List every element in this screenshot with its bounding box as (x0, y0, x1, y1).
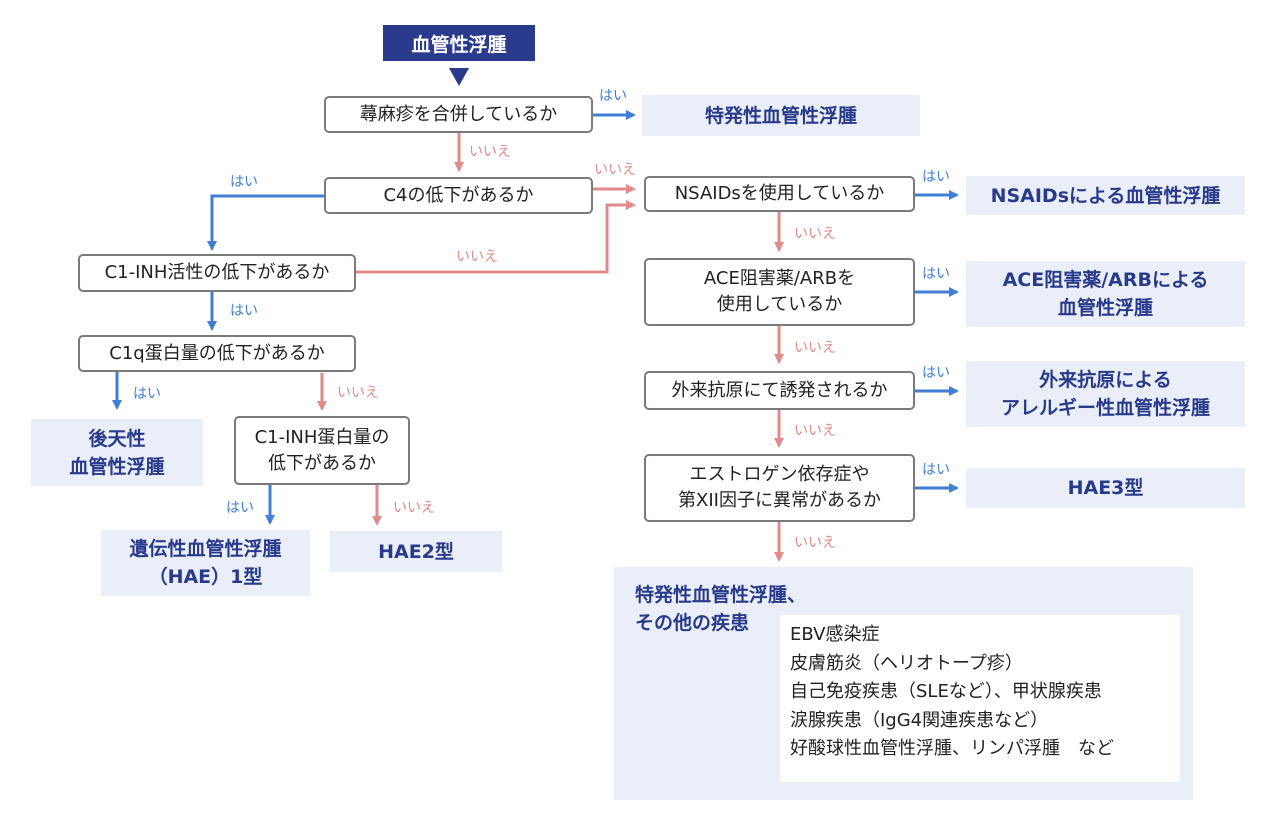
result-ace: ACE阻害薬/ARBによる 血管性浮腫 (966, 261, 1245, 327)
no-label: いいえ (393, 500, 435, 516)
no-label: いいえ (794, 226, 836, 242)
yes-label: はい (922, 266, 950, 282)
question-c1inh-activity: C1-INH活性の低下があるか (78, 254, 356, 292)
yes-label: はい (599, 88, 627, 104)
question-c1q: C1q蛋白量の低下があるか (78, 335, 356, 372)
question-estrogen: エストロゲン依存症や 第XII因子に異常があるか (644, 454, 915, 522)
question-urticaria: 蕁麻疹を合併しているか (324, 96, 593, 133)
yes-label: はい (922, 365, 950, 381)
yes-label: はい (922, 462, 950, 478)
list-item: EBV感染症 (790, 624, 880, 645)
no-arrow-c1inh-activity (356, 200, 636, 274)
list-item: 皮膚筋炎（ヘリオトープ疹） (790, 652, 1023, 674)
diagram-title: 血管性浮腫 (383, 25, 535, 61)
result-allergic: 外来抗原による アレルギー性血管性浮腫 (966, 361, 1245, 427)
no-label: いいえ (794, 340, 836, 356)
result-acquired: 後天性 血管性浮腫 (31, 419, 203, 486)
question-ace: ACE阻害薬/ARBを 使用しているか (644, 258, 915, 326)
other-diseases-list: EBV感染症 皮膚筋炎（ヘリオトープ疹） 自己免疫疾患（SLEなど）、甲状腺疾患… (780, 615, 1180, 782)
question-c1inh-protein: C1-INH蛋白量の 低下があるか (234, 416, 410, 485)
no-label: いいえ (794, 423, 836, 439)
yes-arrow-c4 (207, 194, 324, 251)
list-item: 自己免疫疾患（SLEなど）、甲状腺疾患 (790, 681, 1102, 702)
result-hae1: 遺伝性血管性浮腫 （HAE）1型 (101, 530, 310, 596)
yes-label: はい (230, 303, 258, 319)
result-other-diseases-box: 特発性血管性浮腫、 その他の疾患 EBV感染症 皮膚筋炎（ヘリオトープ疹） 自己… (614, 567, 1193, 800)
list-item: 涙腺疾患（IgG4関連疾患など） (790, 709, 1049, 731)
no-label: いいえ (594, 162, 636, 178)
no-label: いいえ (337, 385, 379, 401)
result-other-diseases-heading: 特発性血管性浮腫、 その他の疾患 (635, 584, 807, 634)
result-hae3: HAE3型 (966, 468, 1245, 508)
yes-label: はい (226, 500, 254, 516)
no-label: いいえ (456, 249, 498, 265)
result-hae2: HAE2型 (330, 531, 502, 572)
question-nsaids: NSAIDsを使用しているか (644, 176, 915, 212)
no-label: いいえ (794, 535, 836, 551)
yes-label: はい (922, 169, 950, 185)
yes-label: はい (230, 174, 258, 190)
no-label: いいえ (469, 144, 511, 160)
list-item: 好酸球性血管性浮腫、リンパ浮腫 など (790, 738, 1114, 759)
yes-label: はい (133, 386, 161, 402)
result-nsaids: NSAIDsによる血管性浮腫 (966, 176, 1245, 215)
question-antigen: 外来抗原にて誘発されるか (644, 371, 915, 410)
result-idiopathic: 特発性血管性浮腫 (642, 95, 920, 136)
title-down-triangle (449, 68, 469, 86)
question-c4: C4の低下があるか (324, 177, 593, 214)
